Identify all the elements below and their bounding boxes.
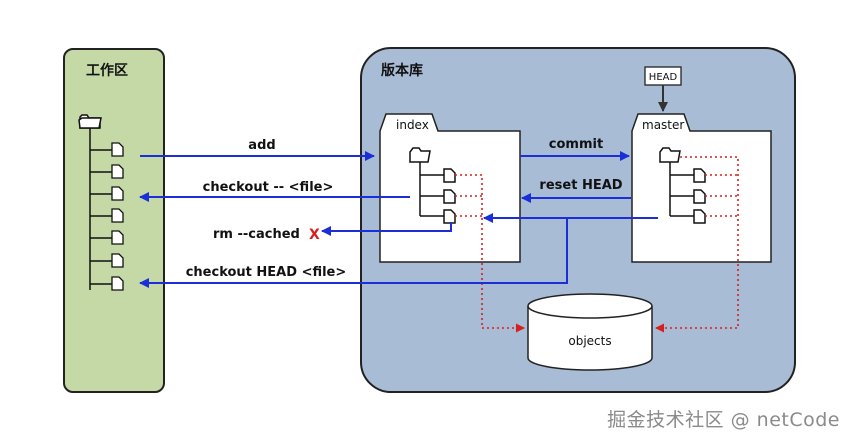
file-icon xyxy=(693,168,706,183)
file-icon xyxy=(111,230,124,245)
objects-label: objects xyxy=(568,334,611,348)
index-stage: index xyxy=(379,113,521,263)
checkout-head-arrow xyxy=(139,218,568,288)
file-icon xyxy=(693,209,706,224)
rm-cached-label: rm --cached xyxy=(213,227,300,242)
master-label: master xyxy=(642,118,684,132)
file-icon xyxy=(443,168,456,183)
index-file-tree xyxy=(409,147,456,224)
file-icon xyxy=(111,253,124,268)
workspace-folder-icon xyxy=(78,114,102,129)
folder-icon xyxy=(409,147,431,163)
master-branch: master xyxy=(631,113,772,263)
head-pointer: HEAD xyxy=(644,66,682,112)
head-label: HEAD xyxy=(649,72,678,83)
add-label: add xyxy=(248,138,275,153)
objects-store: objects xyxy=(527,293,653,371)
file-icon xyxy=(111,186,124,201)
object-links xyxy=(455,156,739,333)
file-icon xyxy=(111,208,124,223)
checkout-file-label: checkout -- <file> xyxy=(203,180,334,195)
file-icon xyxy=(111,164,124,179)
file-icon xyxy=(443,189,456,204)
checkout-head-label: checkout HEAD <file> xyxy=(186,265,347,280)
file-icon xyxy=(443,209,456,224)
workspace-file-tree xyxy=(78,114,112,290)
command-arrows xyxy=(139,151,658,288)
workspace-files xyxy=(111,142,124,291)
folder-icon xyxy=(659,147,681,163)
master-file-tree xyxy=(659,147,706,224)
file-icon xyxy=(111,276,124,291)
file-icon xyxy=(111,142,124,157)
watermark: 掘金技术社区 @ netCode xyxy=(607,409,840,431)
workspace-title: 工作区 xyxy=(86,62,128,79)
rm-cached-arrow xyxy=(321,222,452,236)
reset-head-label: reset HEAD xyxy=(539,178,622,193)
file-icon xyxy=(693,189,706,204)
rm-cached-x-mark: X xyxy=(309,227,320,243)
index-label: index xyxy=(396,118,429,132)
commit-label: commit xyxy=(549,137,603,152)
repository-title: 版本库 xyxy=(381,62,423,79)
